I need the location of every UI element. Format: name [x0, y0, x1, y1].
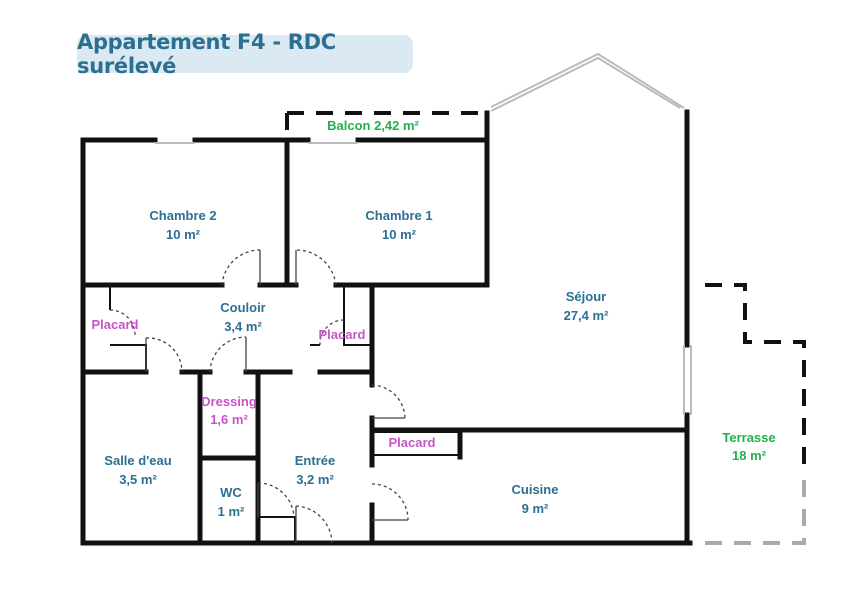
wc-area: 1 m² [218, 504, 245, 519]
placard-right-wall [310, 287, 372, 346]
sejour-name: Séjour [566, 289, 606, 304]
chambre2-door-swing [221, 249, 261, 286]
entree-door-swing [295, 505, 333, 544]
wc-door-swing [257, 482, 295, 518]
dressing-name: Dressing [201, 394, 257, 409]
cuisine-area: 9 m² [522, 501, 549, 516]
entree-name: Entrée [295, 453, 335, 468]
cuisine-name: Cuisine [512, 482, 559, 497]
salle-eau-area: 3,5 m² [119, 472, 157, 487]
sejour-door-swing [371, 384, 406, 419]
placard-left-swing [109, 309, 136, 336]
dressing-door-swing [209, 336, 247, 373]
outer-wall [80, 110, 693, 546]
terrasse-area: 18 m² [732, 448, 767, 463]
couloir-name: Couloir [220, 300, 266, 315]
entree-area: 3,2 m² [296, 472, 334, 487]
sejour-right-window [683, 345, 692, 415]
salle-eau-door-swing [145, 337, 183, 373]
chambre1-door-swing [295, 249, 337, 286]
dressing-area: 1,6 m² [210, 412, 248, 427]
balcon-label: Balcon 2,42 m² [327, 118, 419, 133]
cuisine-door-swing [371, 483, 409, 521]
sejour-bay-window [490, 52, 685, 112]
couloir-area: 3,4 m² [224, 319, 262, 334]
chambre2-name: Chambre 2 [149, 208, 216, 223]
placard-right-swing [319, 319, 345, 346]
wc-walls [258, 516, 296, 543]
terrasse-outline-bottom [700, 480, 806, 545]
wc-name: WC [220, 485, 242, 500]
terrasse-name: Terrasse [722, 430, 775, 445]
chambre1-name: Chambre 1 [365, 208, 432, 223]
sejour-area: 27,4 m² [564, 308, 609, 323]
chambre2-area: 10 m² [166, 227, 201, 242]
placard-kitchen-label: Placard [389, 435, 436, 450]
terrasse-outline [705, 283, 806, 470]
bedrooms-bottom-wall [80, 137, 490, 288]
placard-right-label: Placard [319, 327, 366, 342]
chambre1-area: 10 m² [382, 227, 417, 242]
salle-eau-name: Salle d'eau [104, 453, 171, 468]
placard-left-label: Placard [92, 317, 139, 332]
